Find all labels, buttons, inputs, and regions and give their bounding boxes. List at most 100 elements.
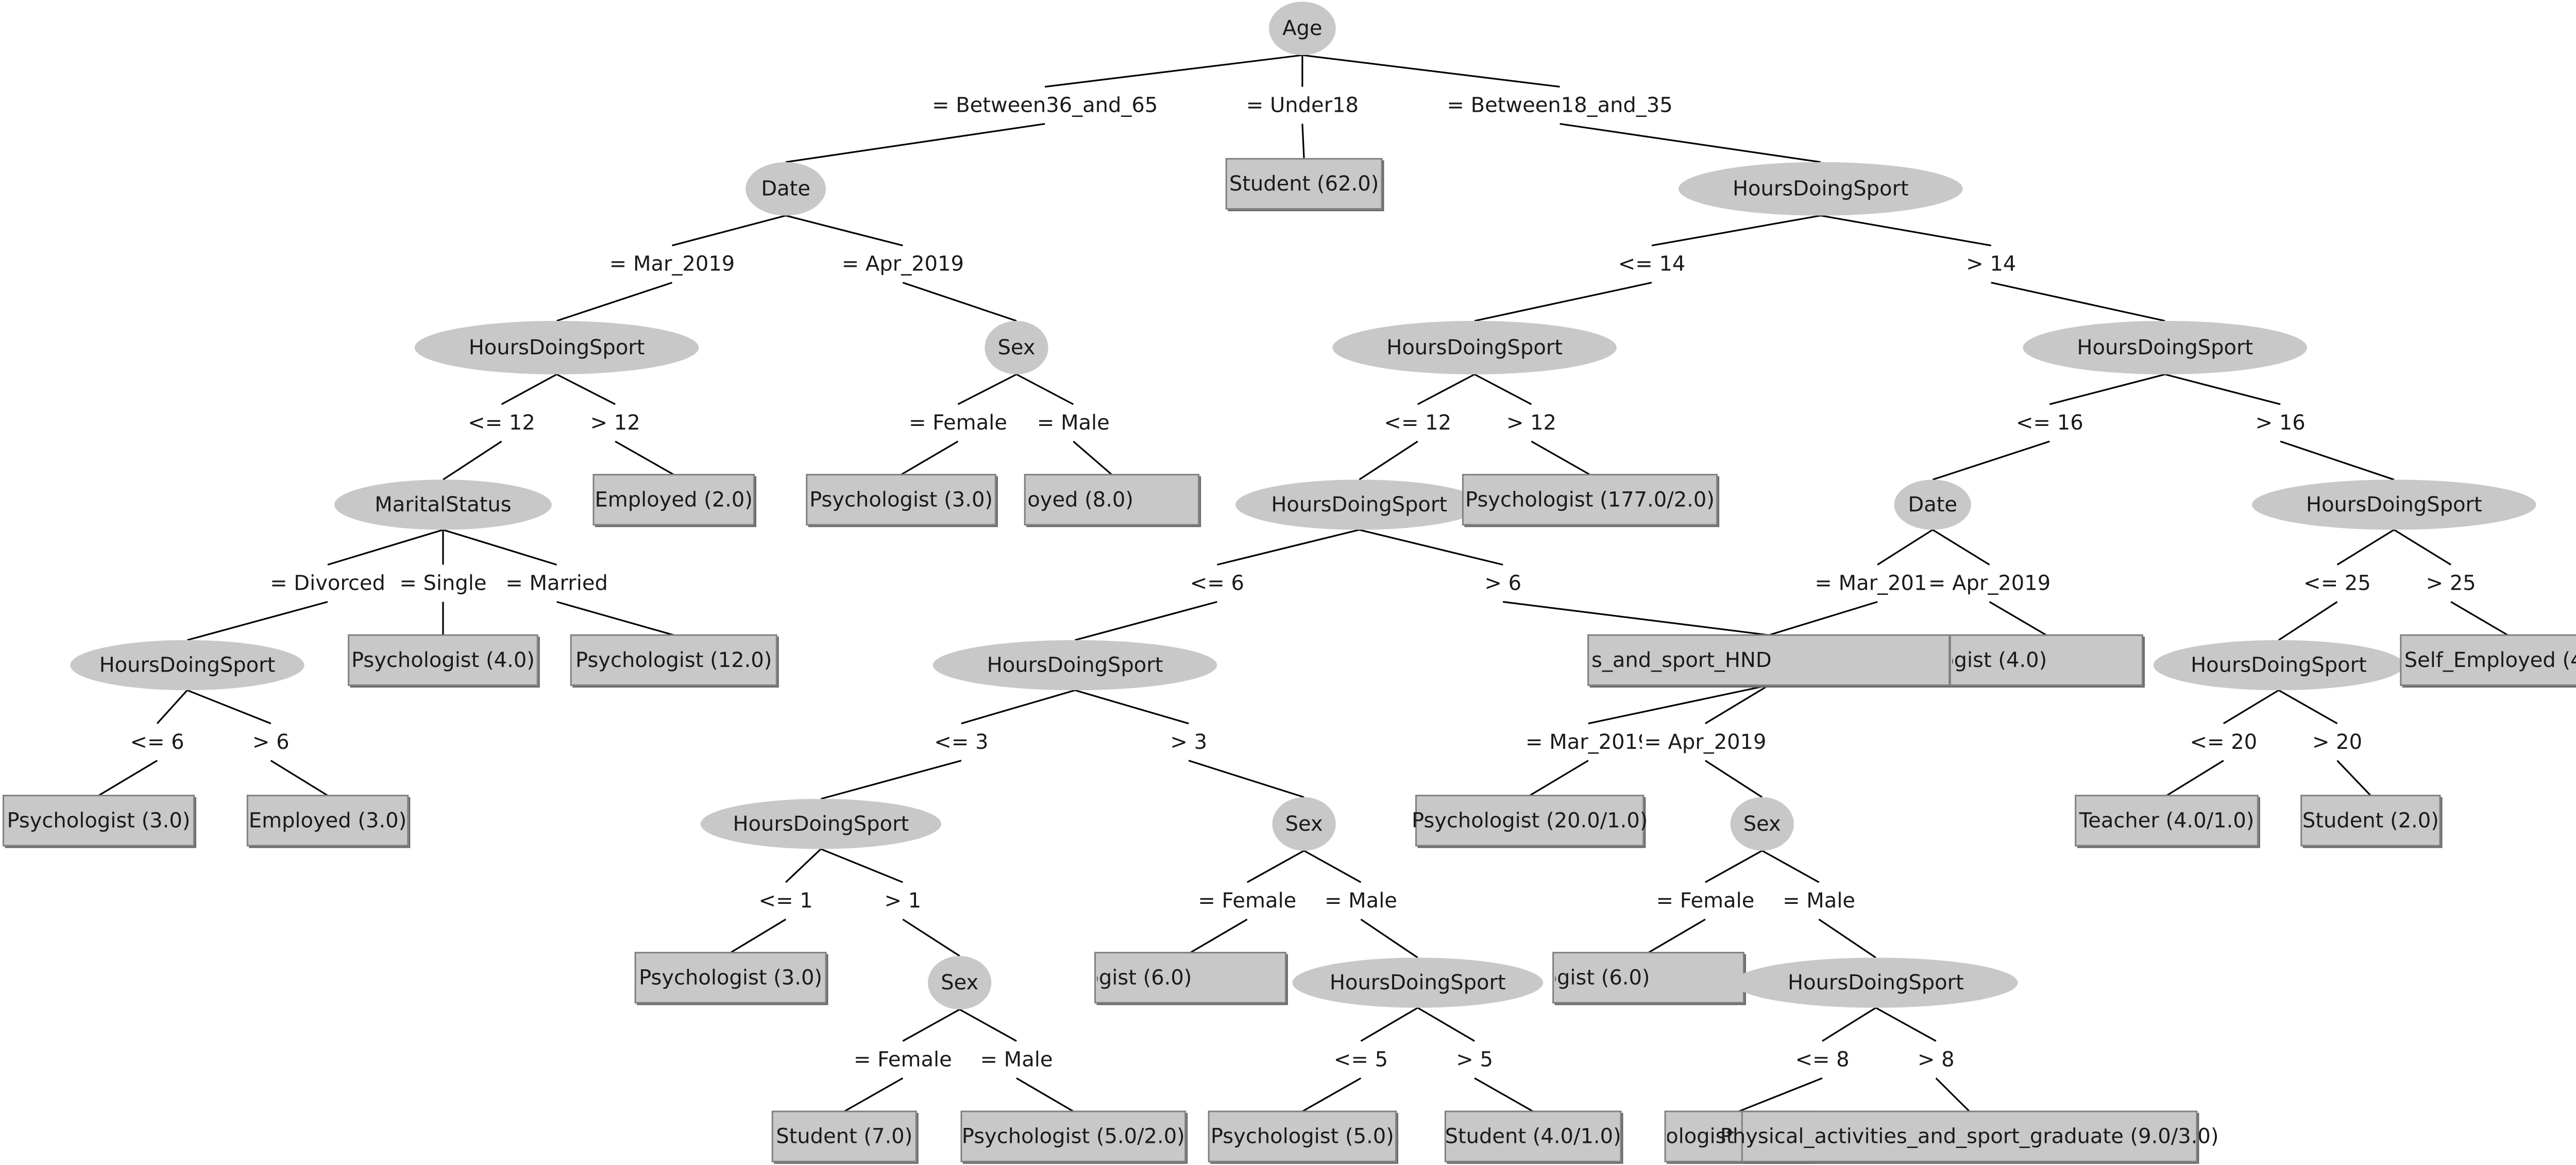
leaf-node: Self_Employed (4.0) (2400, 634, 2576, 688)
leaf-node-shadow (962, 1112, 1188, 1164)
leaf-node-label: Self_Employed (4.0) (2404, 648, 2576, 672)
leaf-node-label: Employed (2.0) (595, 488, 753, 511)
edge-label-background (2252, 407, 2309, 438)
edge-label-background (839, 248, 967, 280)
edge-condition-label: = Female (909, 411, 1007, 435)
split-node-label: HoursDoingSport (2191, 654, 2367, 677)
tree-edge (187, 529, 444, 641)
edge-condition-label: <= 6 (1190, 572, 1244, 595)
leaf-node-label: Physical_activities_and_sport_graduate (… (1720, 1125, 2219, 1149)
tree-edge (1932, 529, 2047, 636)
split-node: MaritalStatus (334, 479, 552, 530)
edge-label-background (1524, 726, 1652, 758)
leaf-node: Psychologist (3.0) (634, 952, 828, 1005)
tree-edge (1302, 54, 1821, 163)
leaf-node-label: Psychologist (177.0/2.0) (1465, 488, 1715, 511)
leaf-node-shadow (2077, 797, 2260, 848)
split-node-label: Sex (997, 336, 1035, 359)
edge-label-background (608, 248, 736, 280)
edge-label-background (2309, 726, 2365, 758)
split-node: HoursDoingSport (1292, 957, 1544, 1008)
leaf-node-shadow (1554, 954, 1747, 1005)
leaf-node-shadow (572, 637, 779, 688)
split-node-label: Date (761, 177, 810, 201)
leaf-node: Student (62.0) (1225, 158, 1384, 212)
leaf-node-label: Psychologist (3.0) (639, 966, 822, 989)
leaf-node: Psychologist (20.0/1.0) (1412, 795, 1648, 848)
leaf-node: Employed (3.0) (246, 795, 411, 848)
tree-edge (556, 215, 786, 322)
edge-label-background (587, 407, 643, 438)
leaf-node: Physical_activities_and_sport_graduate (… (1720, 1110, 2219, 1164)
leaf-node-shadow (1096, 954, 1288, 1005)
split-node-label: HoursDoingSport (469, 336, 645, 359)
split-node: HoursDoingSport (1235, 479, 1483, 530)
split-node: HoursDoingSport (2153, 640, 2404, 691)
leaf-node-shadow (2302, 797, 2443, 848)
edge-label-background (2015, 407, 2083, 438)
split-node-label: Sex (1743, 812, 1781, 836)
leaf-node: Teacher (4.0/1.0) (2075, 795, 2260, 848)
leaf-node-shadow (2402, 686, 2576, 688)
leaf-node-shadow (1210, 1112, 1399, 1164)
leaf-node-box (2075, 795, 2259, 847)
edge-label-background (499, 568, 615, 599)
leaf-node-label: Psychologist (20.0/1.0) (1412, 809, 1648, 832)
leaf-node-box (348, 634, 538, 686)
tree-edge (1705, 684, 1770, 798)
edge-label-background (1794, 1044, 1851, 1075)
tree-edge (1359, 373, 1475, 481)
split-node-oval (745, 162, 826, 216)
leaf-node-box (246, 795, 409, 847)
edge-condition-label: > 6 (1484, 572, 1521, 595)
split-node: Sex (1730, 797, 1794, 851)
leaf-node: Psychologist (177.0/2.0) (1462, 474, 1720, 527)
tree-edge (443, 373, 557, 481)
split-node-label: MaritalStatus (375, 493, 511, 517)
leaf-node-box (1552, 952, 1745, 1004)
split-node-oval (927, 956, 992, 1009)
edge-label-background (468, 407, 535, 438)
leaf-node-shadow (350, 637, 540, 688)
tree-edge (1417, 1007, 1534, 1112)
split-node: HoursDoingSport (1678, 162, 1963, 216)
split-node-oval (1678, 162, 1963, 216)
split-node-oval (2153, 640, 2404, 691)
tree-edge (1768, 529, 1934, 636)
tree-edge (1016, 373, 1112, 475)
leaf-node-label: Psychologist (3.0) (809, 488, 993, 511)
leaf-node: Employed (2.0) (592, 474, 756, 527)
leaf-node-shadow (1743, 1112, 2199, 1164)
split-node: Sex (927, 956, 992, 1009)
leaf-node-shadow (1026, 476, 1201, 527)
edge-label-background (1963, 248, 2019, 280)
edge-condition-label: = Female (854, 1048, 952, 1071)
edge-condition-label: = Divorced (270, 572, 385, 595)
split-node: HoursDoingSport (700, 799, 941, 849)
edge-condition-label: = Under18 (1246, 93, 1359, 117)
edge-label-background (264, 568, 392, 599)
leaf-node-label: Psychologist (4.0) (1863, 648, 2047, 672)
split-node-label: HoursDoingSport (99, 654, 276, 677)
split-node-oval (1332, 321, 1617, 374)
edge-condition-label: <= 20 (2190, 730, 2258, 754)
edge-label-background (1914, 1044, 1958, 1075)
tree-edge (1738, 1007, 1876, 1112)
split-node-label: HoursDoingSport (1271, 493, 1447, 517)
edge-label-background (1033, 407, 1113, 438)
leaf-node-box (806, 474, 996, 526)
edge-label-background (1245, 90, 1360, 121)
tree-edge-labels: = Between36_and_65= Under18= Between18_a… (129, 90, 2479, 1075)
leaf-node: Psychologist (6.0) (1094, 952, 1288, 1005)
edge-condition-label: > 5 (1456, 1048, 1493, 1071)
tree-edge (1301, 55, 1305, 159)
edge-label-background (1189, 568, 1245, 599)
edge-condition-label: <= 12 (1384, 411, 1451, 435)
edge-condition-label: <= 8 (1795, 1048, 1849, 1071)
edge-condition-label: > 6 (252, 730, 290, 754)
tree-edge (959, 1008, 1074, 1112)
edge-condition-label: = Apr_2019 (1644, 730, 1766, 754)
leaf-node-shadow (1952, 637, 2145, 688)
edge-condition-label: = Male (1037, 411, 1110, 435)
leaf-node-box (2400, 634, 2576, 686)
